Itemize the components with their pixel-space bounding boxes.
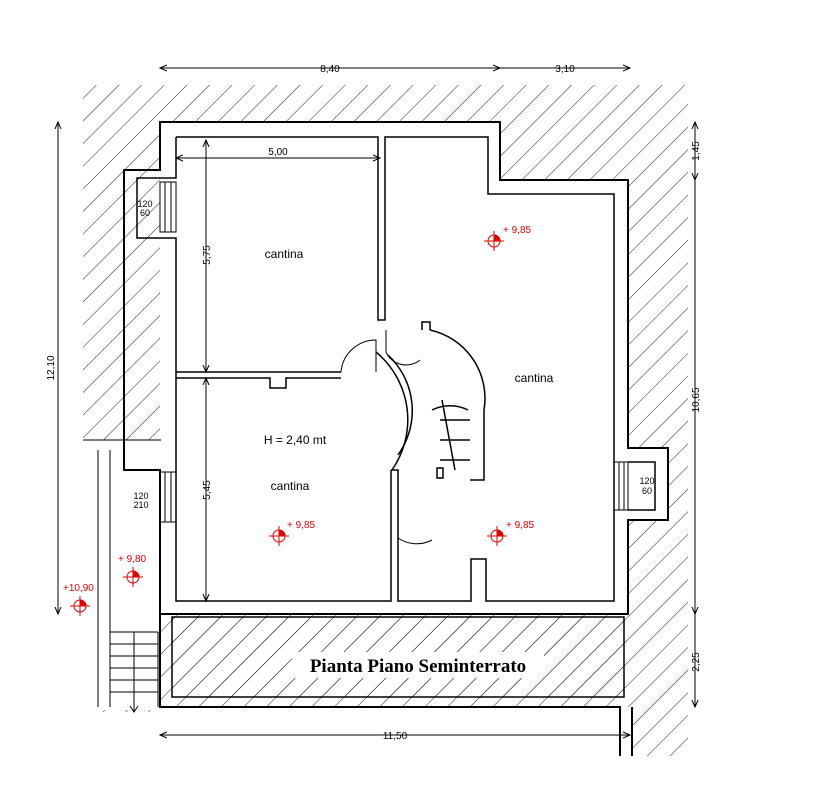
level-marker [484, 231, 504, 251]
dim-right-bottom: 2,25 [691, 652, 702, 672]
title-background [292, 652, 544, 678]
window-left-lower-width: 120 [133, 491, 148, 501]
window-right-width: 120 [639, 476, 654, 486]
level-marker [123, 567, 143, 587]
level-label-right-bottom: + 9,85 [506, 520, 535, 531]
level-label-right-top: + 9,85 [503, 225, 532, 236]
doors [340, 330, 433, 545]
dim-right-top: 1,45 [691, 141, 702, 161]
room-label-bottom-left: cantina [271, 479, 310, 493]
level-marker [487, 526, 507, 546]
level-markers [70, 231, 507, 616]
exterior-stair [83, 439, 161, 713]
dim-bottom: 11,50 [383, 731, 408, 742]
windows [159, 181, 629, 523]
room-label-right: cantina [515, 371, 554, 385]
dim-top-left: 8,40 [320, 64, 340, 75]
dim-top-right: 3,10 [555, 64, 575, 75]
height-note: H = 2,40 mt [264, 433, 327, 447]
room-label-top-left: cantina [265, 247, 304, 261]
level-marker [70, 596, 90, 616]
window-right-height: 60 [642, 486, 652, 496]
dim-right-mid: 10,65 [691, 387, 702, 412]
level-label-exterior-step: + 9,80 [118, 554, 147, 565]
level-label-left-room: + 9,85 [287, 520, 316, 531]
spiral-stair [375, 321, 486, 481]
window-left-lower-height: 210 [133, 500, 148, 510]
level-label-exterior-ground: +10,90 [63, 583, 94, 594]
level-marker [269, 526, 289, 546]
dim-left-height: 12,10 [46, 355, 57, 380]
window-left-upper-width: 120 [137, 199, 152, 209]
plan-title: Pianta Piano Seminterrato [310, 656, 526, 677]
dim-inner-width: 5,00 [268, 147, 288, 158]
window-left-upper-height: 60 [140, 208, 150, 218]
walls [123, 121, 669, 756]
dimension-lines [58, 68, 695, 735]
dim-lower-room: 5,45 [202, 480, 213, 500]
dim-upper-room: 5,75 [202, 245, 213, 265]
